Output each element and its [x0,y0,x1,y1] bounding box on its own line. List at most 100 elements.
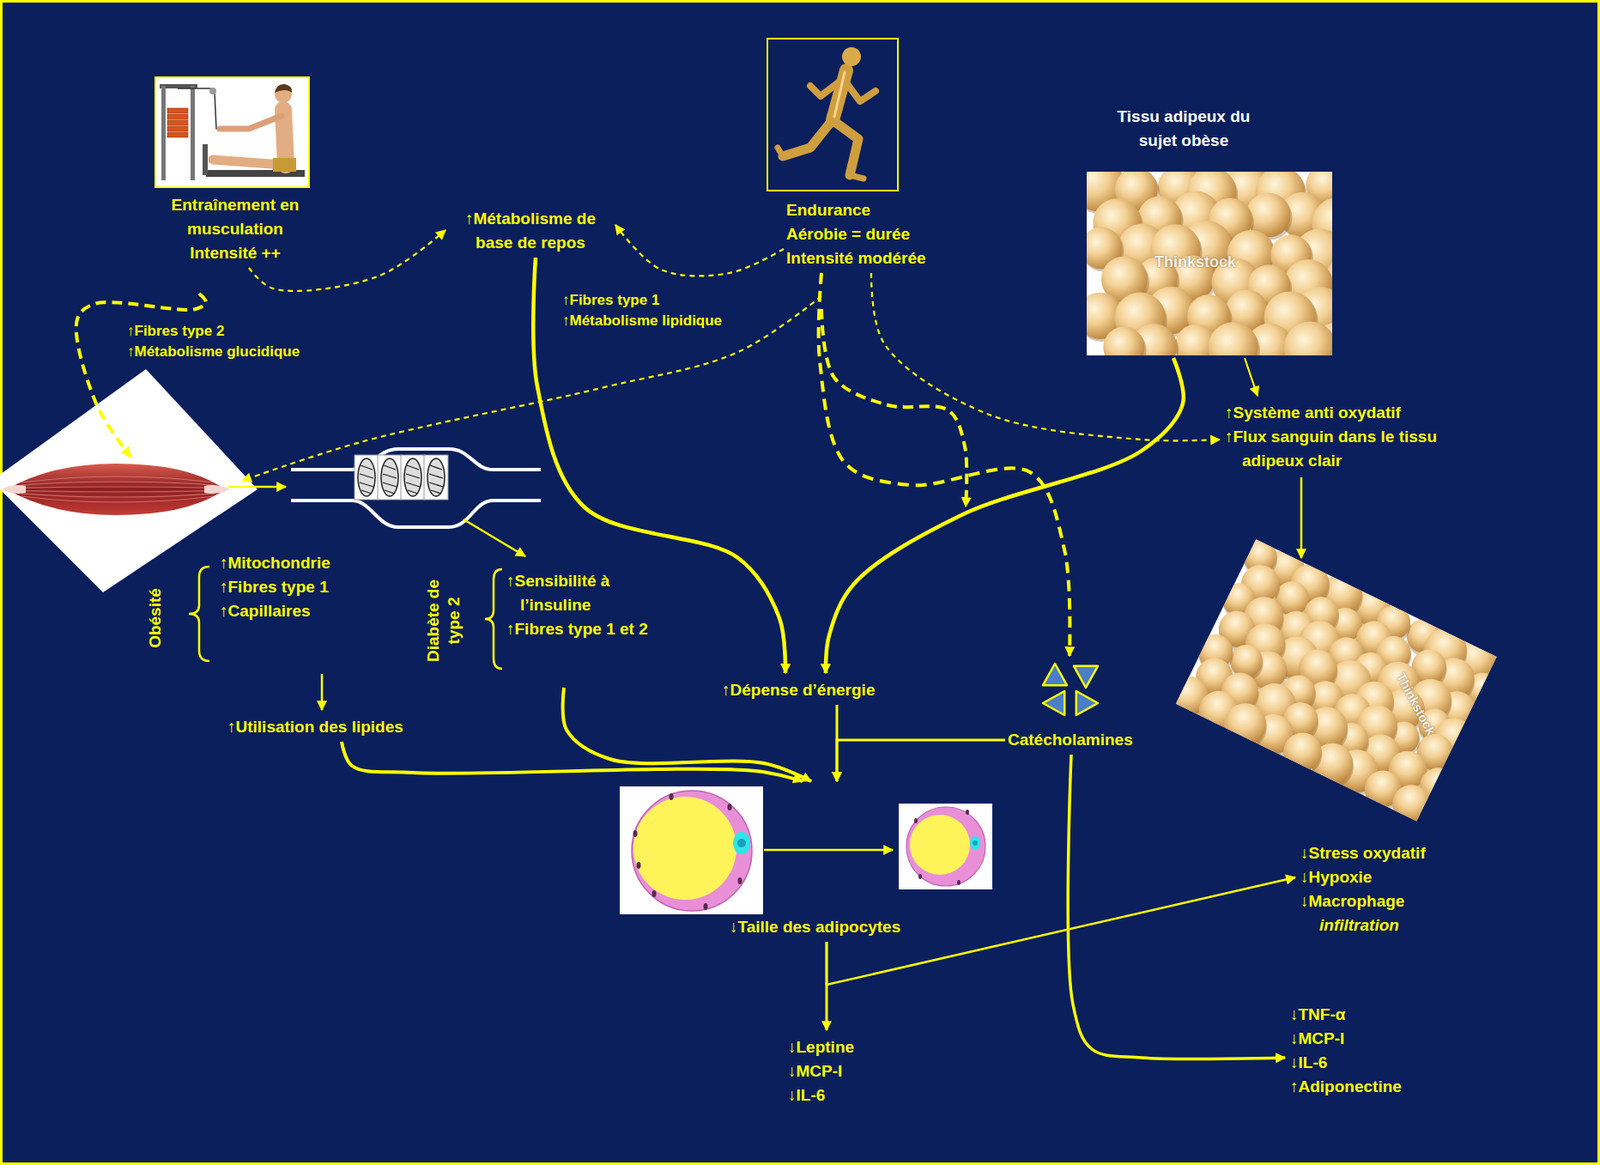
illustration-rect [619,786,764,915]
illustration-rect [155,77,310,188]
effect-label: ↑Fibres type 2↑Métabolisme glucidique [124,318,303,365]
illustration-path [844,80,876,102]
bracket-group: Obésité↑Mitochondrie↑Fibres type 1↑Capil… [137,545,446,674]
fat-cell [1384,778,1438,822]
node-text: ↑Dépense d’énergie [721,678,875,703]
flow-arrow [1244,357,1258,396]
node-text: ↑Flux sanguin dans le tissu adipeux clai… [1224,424,1500,473]
illustration-path [782,121,831,157]
hormone-box: Catécholamines [1005,658,1148,755]
node-text: ↓Leptine [787,1035,855,1060]
flow-arrow [871,272,1220,441]
flow-arrow [1067,754,1285,1060]
effect-label: ↑Métabolisme de base de repos [448,204,613,258]
illustration-circle [909,814,970,875]
illustration-ellipse [404,458,422,497]
illustration-circle [906,806,986,886]
illustration-circle [842,47,861,67]
illustration-path [212,159,284,165]
illustration-path [406,465,420,494]
illustration-ellipse [633,830,638,837]
illustration-ellipse [703,903,709,910]
illustration-ellipse [652,890,657,897]
fat-cell [1284,321,1333,356]
illustration-rect [190,85,195,181]
illustration-rect [161,85,166,181]
fat-cell-cluster [1175,539,1497,821]
node-text: ↓Macrophage [1300,889,1426,914]
illustration-path [219,115,282,129]
illustration-path [484,569,503,669]
illustration-path [274,84,292,93]
node-text: ↓Taille des adipocytes [729,915,993,940]
cell-sphere [1208,321,1259,356]
node-text: Intensité modérée [786,246,927,271]
runner-picture [767,38,898,191]
illustration-path [6,463,225,516]
node-text: ↓MCP-I [1290,1026,1402,1051]
illustration-ellipse [733,831,751,855]
rowing-machine-picture [155,77,310,188]
fat-cell [1275,726,1330,781]
illustration-path [382,465,397,494]
illustration-path [290,500,541,528]
triangle-symbol [1042,690,1065,716]
muscle-fibre-picture [290,448,541,528]
illustration-path [21,493,215,497]
illustration-polyline [177,88,258,129]
catecholamine-symbol [1007,660,1146,718]
illustration-rect [167,108,188,114]
illustration-rect [400,454,425,500]
illustration-rect [202,144,208,176]
triangle-symbol [1042,663,1067,685]
effect-label: ↓Leptine↓MCP-I↓IL-6 [785,1032,857,1110]
illustration-rect [898,803,993,890]
illustration-ellipse [914,818,918,824]
illustration-circle [633,796,737,900]
illustration-path [21,490,215,492]
illustration-polygon [0,369,258,593]
illustration-ellipse [965,809,970,815]
illustration-ellipse [727,803,733,811]
illustration-path [21,496,215,503]
node-text: Intensité ++ [162,241,309,266]
effect-label: ↑Système anti oxydatif↑Flux sanguin dans… [1222,398,1503,476]
fat-cell [1103,326,1146,356]
illustration-path [283,109,286,165]
cell-sphere [1386,778,1437,822]
node-text: ↑Fibres type 1 [562,290,722,311]
training-label: Entraînement en musculationIntensité ++ [159,190,311,268]
node-text: ↑Métabolisme de base de repos [450,206,611,255]
illustration-ellipse [918,873,922,879]
illustration-path [188,566,210,661]
illustration-rect [167,120,188,126]
flow-arrow [825,941,829,1031]
illustration-rect [767,38,898,191]
node-text: ↓Hypoxie [1300,865,1426,890]
group-heading: Obésité [145,587,166,649]
effect-label: ↑Fibres type 1↑Métabolisme lipidique [559,287,725,334]
flow-arrow [563,687,812,782]
group-heading: Diabète de type 2 [423,577,465,664]
illustration-rect [377,454,402,500]
effect-label: ↑Utilisation des lipides [224,712,407,742]
flow-arrow [615,224,784,276]
effect-label: ↓Stress oxydatif↓Hypoxie↓Macrophageinfil… [1297,838,1429,940]
illustration-ellipse [427,458,445,497]
fat-cell [1208,321,1261,356]
leader-arrow [1300,477,1304,558]
illustration-ellipse [738,877,743,885]
illustration-path [21,481,215,485]
illustration-ellipse [669,793,674,800]
node-text: ↓Stress oxydatif [1300,841,1426,866]
node-text: ↑Sensibilité à l’insuline [506,569,632,618]
obese-tissue-photo [1086,171,1333,356]
training-label: EnduranceAérobie = duréeIntensité modéré… [783,195,929,273]
illustration-circle [972,840,978,846]
node-text: Endurance [786,198,927,223]
node-text: ↑Fibres type 2 [127,321,300,342]
illustration-rect [354,454,379,500]
